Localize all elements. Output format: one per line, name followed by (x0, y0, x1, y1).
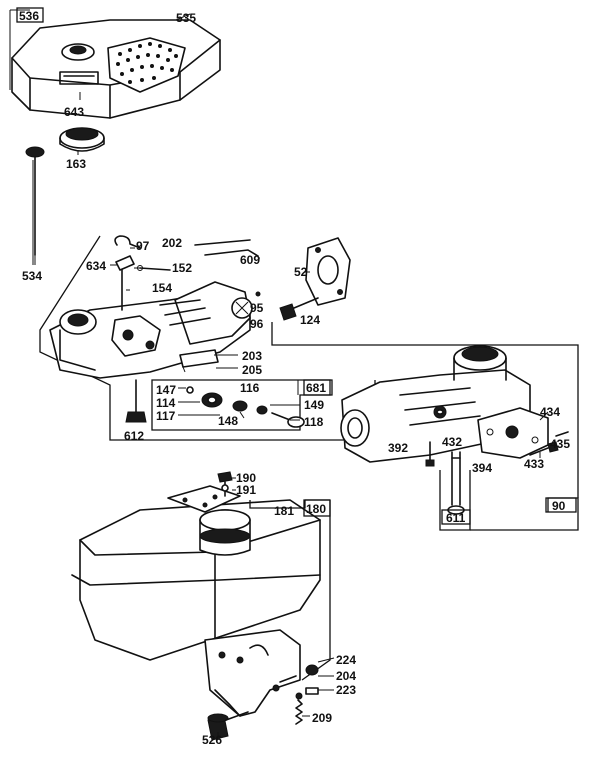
part-label-434: 434 (540, 405, 560, 419)
part-label-435: 435 (550, 437, 570, 451)
part-label-535: 535 (176, 11, 196, 25)
part-label-149: 149 (304, 398, 324, 412)
part-label-95: 95 (250, 301, 264, 315)
part-label-203: 203 (242, 349, 262, 363)
part-label-191: 191 (236, 483, 256, 497)
part-label-643: 643 (64, 105, 84, 119)
tank-bracket (204, 629, 319, 741)
choke-plate (231, 291, 261, 319)
part-label-612: 612 (124, 429, 144, 443)
filter-element (107, 37, 186, 93)
part-label-117: 117 (156, 409, 176, 423)
part-labels: 536 535 643 163 534 97 202 609 634 152 1… (19, 9, 570, 747)
part-label-536: 536 (19, 9, 39, 23)
part-label-90: 90 (552, 499, 566, 513)
part-label-97: 97 (136, 239, 150, 253)
part-label-611: 611 (446, 511, 466, 525)
part-label-52: 52 (294, 265, 308, 279)
dipstick-group (25, 146, 45, 265)
part-label-114: 114 (156, 396, 176, 410)
part-label-392: 392 (388, 441, 408, 455)
part-label-154: 154 (152, 281, 172, 295)
air-cleaner-group (9, 9, 221, 152)
part-label-181: 181 (274, 504, 294, 518)
part-label-681: 681 (306, 381, 326, 395)
bracket-536 (9, 9, 30, 90)
part-label-96: 96 (250, 317, 264, 331)
part-label-526: 526 (202, 733, 222, 747)
fuel-tank (71, 471, 321, 661)
part-label-202: 202 (162, 236, 182, 250)
part-label-394: 394 (472, 461, 492, 475)
part-label-204: 204 (336, 669, 356, 683)
part-label-147: 147 (156, 383, 176, 397)
part-label-634: 634 (86, 259, 106, 273)
part-label-224: 224 (336, 653, 356, 667)
carburetor-right (340, 345, 569, 515)
part-label-124: 124 (300, 313, 320, 327)
part-label-163: 163 (66, 157, 86, 171)
part-label-152: 152 (172, 261, 192, 275)
part-label-190: 190 (236, 471, 256, 485)
part-label-180: 180 (306, 502, 326, 516)
part-label-609: 609 (240, 253, 260, 267)
screw-124 (279, 297, 319, 321)
part-label-534: 534 (22, 269, 42, 283)
part-label-433: 433 (524, 457, 544, 471)
part-label-209: 209 (312, 711, 332, 725)
part-label-223: 223 (336, 683, 356, 697)
part-label-116: 116 (240, 381, 260, 395)
part-label-148: 148 (218, 414, 238, 428)
part-label-118: 118 (304, 415, 324, 429)
gasket-52 (305, 237, 351, 306)
part-label-205: 205 (242, 363, 262, 377)
carburetor-body (49, 235, 333, 431)
part-label-432: 432 (442, 435, 462, 449)
leader-lines (32, 13, 549, 740)
